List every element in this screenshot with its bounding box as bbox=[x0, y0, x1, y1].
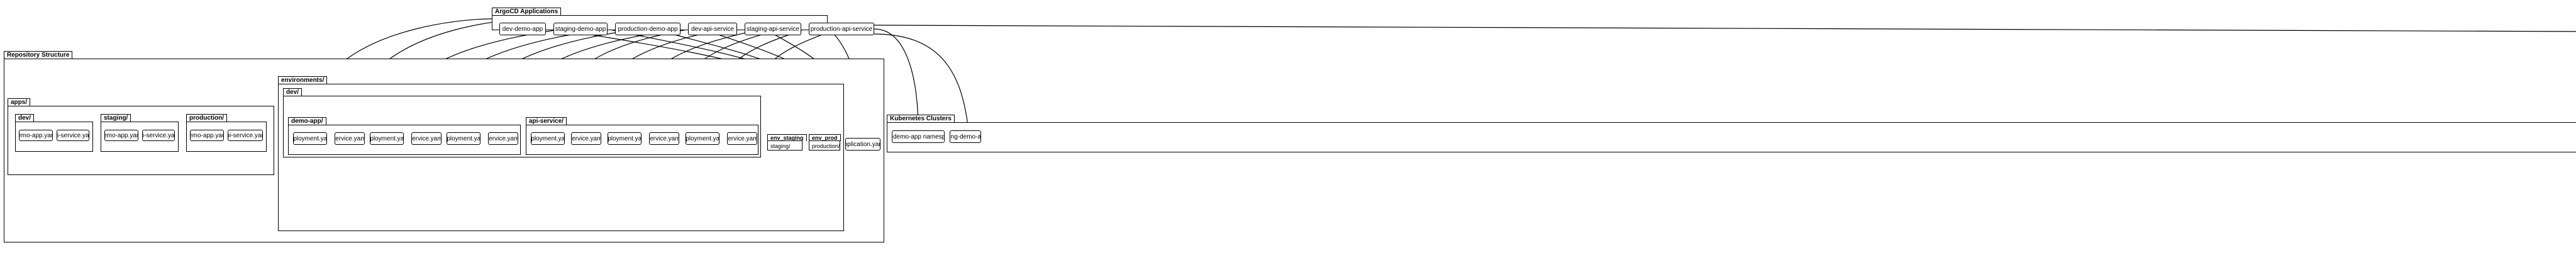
argocd-app-production-api-service[interactable]: production-api-service bbox=[809, 23, 874, 35]
kubernetes-clusters-package: Kubernetes Clusters bbox=[887, 115, 2576, 152]
package-title: demo-app/ bbox=[288, 117, 326, 125]
file-node[interactable]: api-service.yaml bbox=[57, 130, 89, 141]
file-node[interactable]: deployment.yaml bbox=[370, 132, 404, 145]
file-node[interactable]: service.yaml bbox=[571, 132, 601, 145]
package-title: Repository Structure bbox=[4, 51, 73, 59]
file-node[interactable]: service.yaml bbox=[488, 132, 518, 145]
file-node[interactable]: demo-app.yaml bbox=[190, 130, 224, 141]
package-title: environments/ bbox=[278, 76, 328, 84]
k8s-namespace-node[interactable]: staging-demo-app n bbox=[950, 130, 981, 143]
file-node[interactable]: deployment.yaml bbox=[531, 132, 565, 145]
file-node[interactable]: api-service.yaml bbox=[142, 130, 175, 141]
argocd-app-production-demo-app[interactable]: production-demo-app bbox=[615, 23, 680, 35]
env-staging-package: env_staging staging/ bbox=[767, 134, 807, 151]
argocd-app-staging-demo-app[interactable]: staging-demo-app bbox=[553, 23, 608, 35]
package-title: Kubernetes Clusters bbox=[887, 115, 955, 123]
argocd-app-dev-demo-app[interactable]: dev-demo-app bbox=[499, 23, 546, 35]
file-node[interactable]: deployment.yaml bbox=[686, 132, 719, 145]
env-staging-path: staging/ bbox=[767, 140, 802, 151]
package-title: env_prod bbox=[809, 134, 841, 141]
package-title: dev/ bbox=[15, 114, 35, 122]
file-node[interactable]: demo-app.yaml bbox=[19, 130, 53, 141]
file-node[interactable]: api-service.yaml bbox=[228, 130, 263, 141]
package-title: ArgoCD Applications bbox=[492, 8, 562, 16]
file-node[interactable]: demo-app.yaml bbox=[104, 130, 138, 141]
package-title: production/ bbox=[186, 114, 227, 122]
env-prod-package: env_prod production/ bbox=[809, 134, 841, 151]
file-node[interactable]: service.yaml bbox=[649, 132, 679, 145]
package-title: staging/ bbox=[101, 114, 131, 122]
file-node[interactable]: service.yaml bbox=[411, 132, 441, 145]
file-node[interactable]: service.yaml bbox=[335, 132, 365, 145]
package-title: env_staging bbox=[767, 134, 807, 141]
application-yaml-node[interactable]: application.yaml bbox=[845, 138, 880, 151]
file-node[interactable]: deployment.yaml bbox=[608, 132, 641, 145]
package-title: apps/ bbox=[8, 98, 31, 106]
file-node[interactable]: deployment.yaml bbox=[447, 132, 480, 145]
file-node[interactable]: deployment.yaml bbox=[293, 132, 327, 145]
file-node[interactable]: service.yaml bbox=[727, 132, 757, 145]
k8s-namespace-node[interactable]: dev-demo-app namespace bbox=[892, 130, 945, 143]
package-title: dev/ bbox=[283, 88, 303, 96]
argocd-app-dev-api-service[interactable]: dev-api-service bbox=[688, 23, 737, 35]
env-prod-path: production/ bbox=[809, 140, 840, 151]
package-title: api-service/ bbox=[526, 117, 567, 125]
argocd-app-staging-api-service[interactable]: staging-api-service bbox=[745, 23, 801, 35]
